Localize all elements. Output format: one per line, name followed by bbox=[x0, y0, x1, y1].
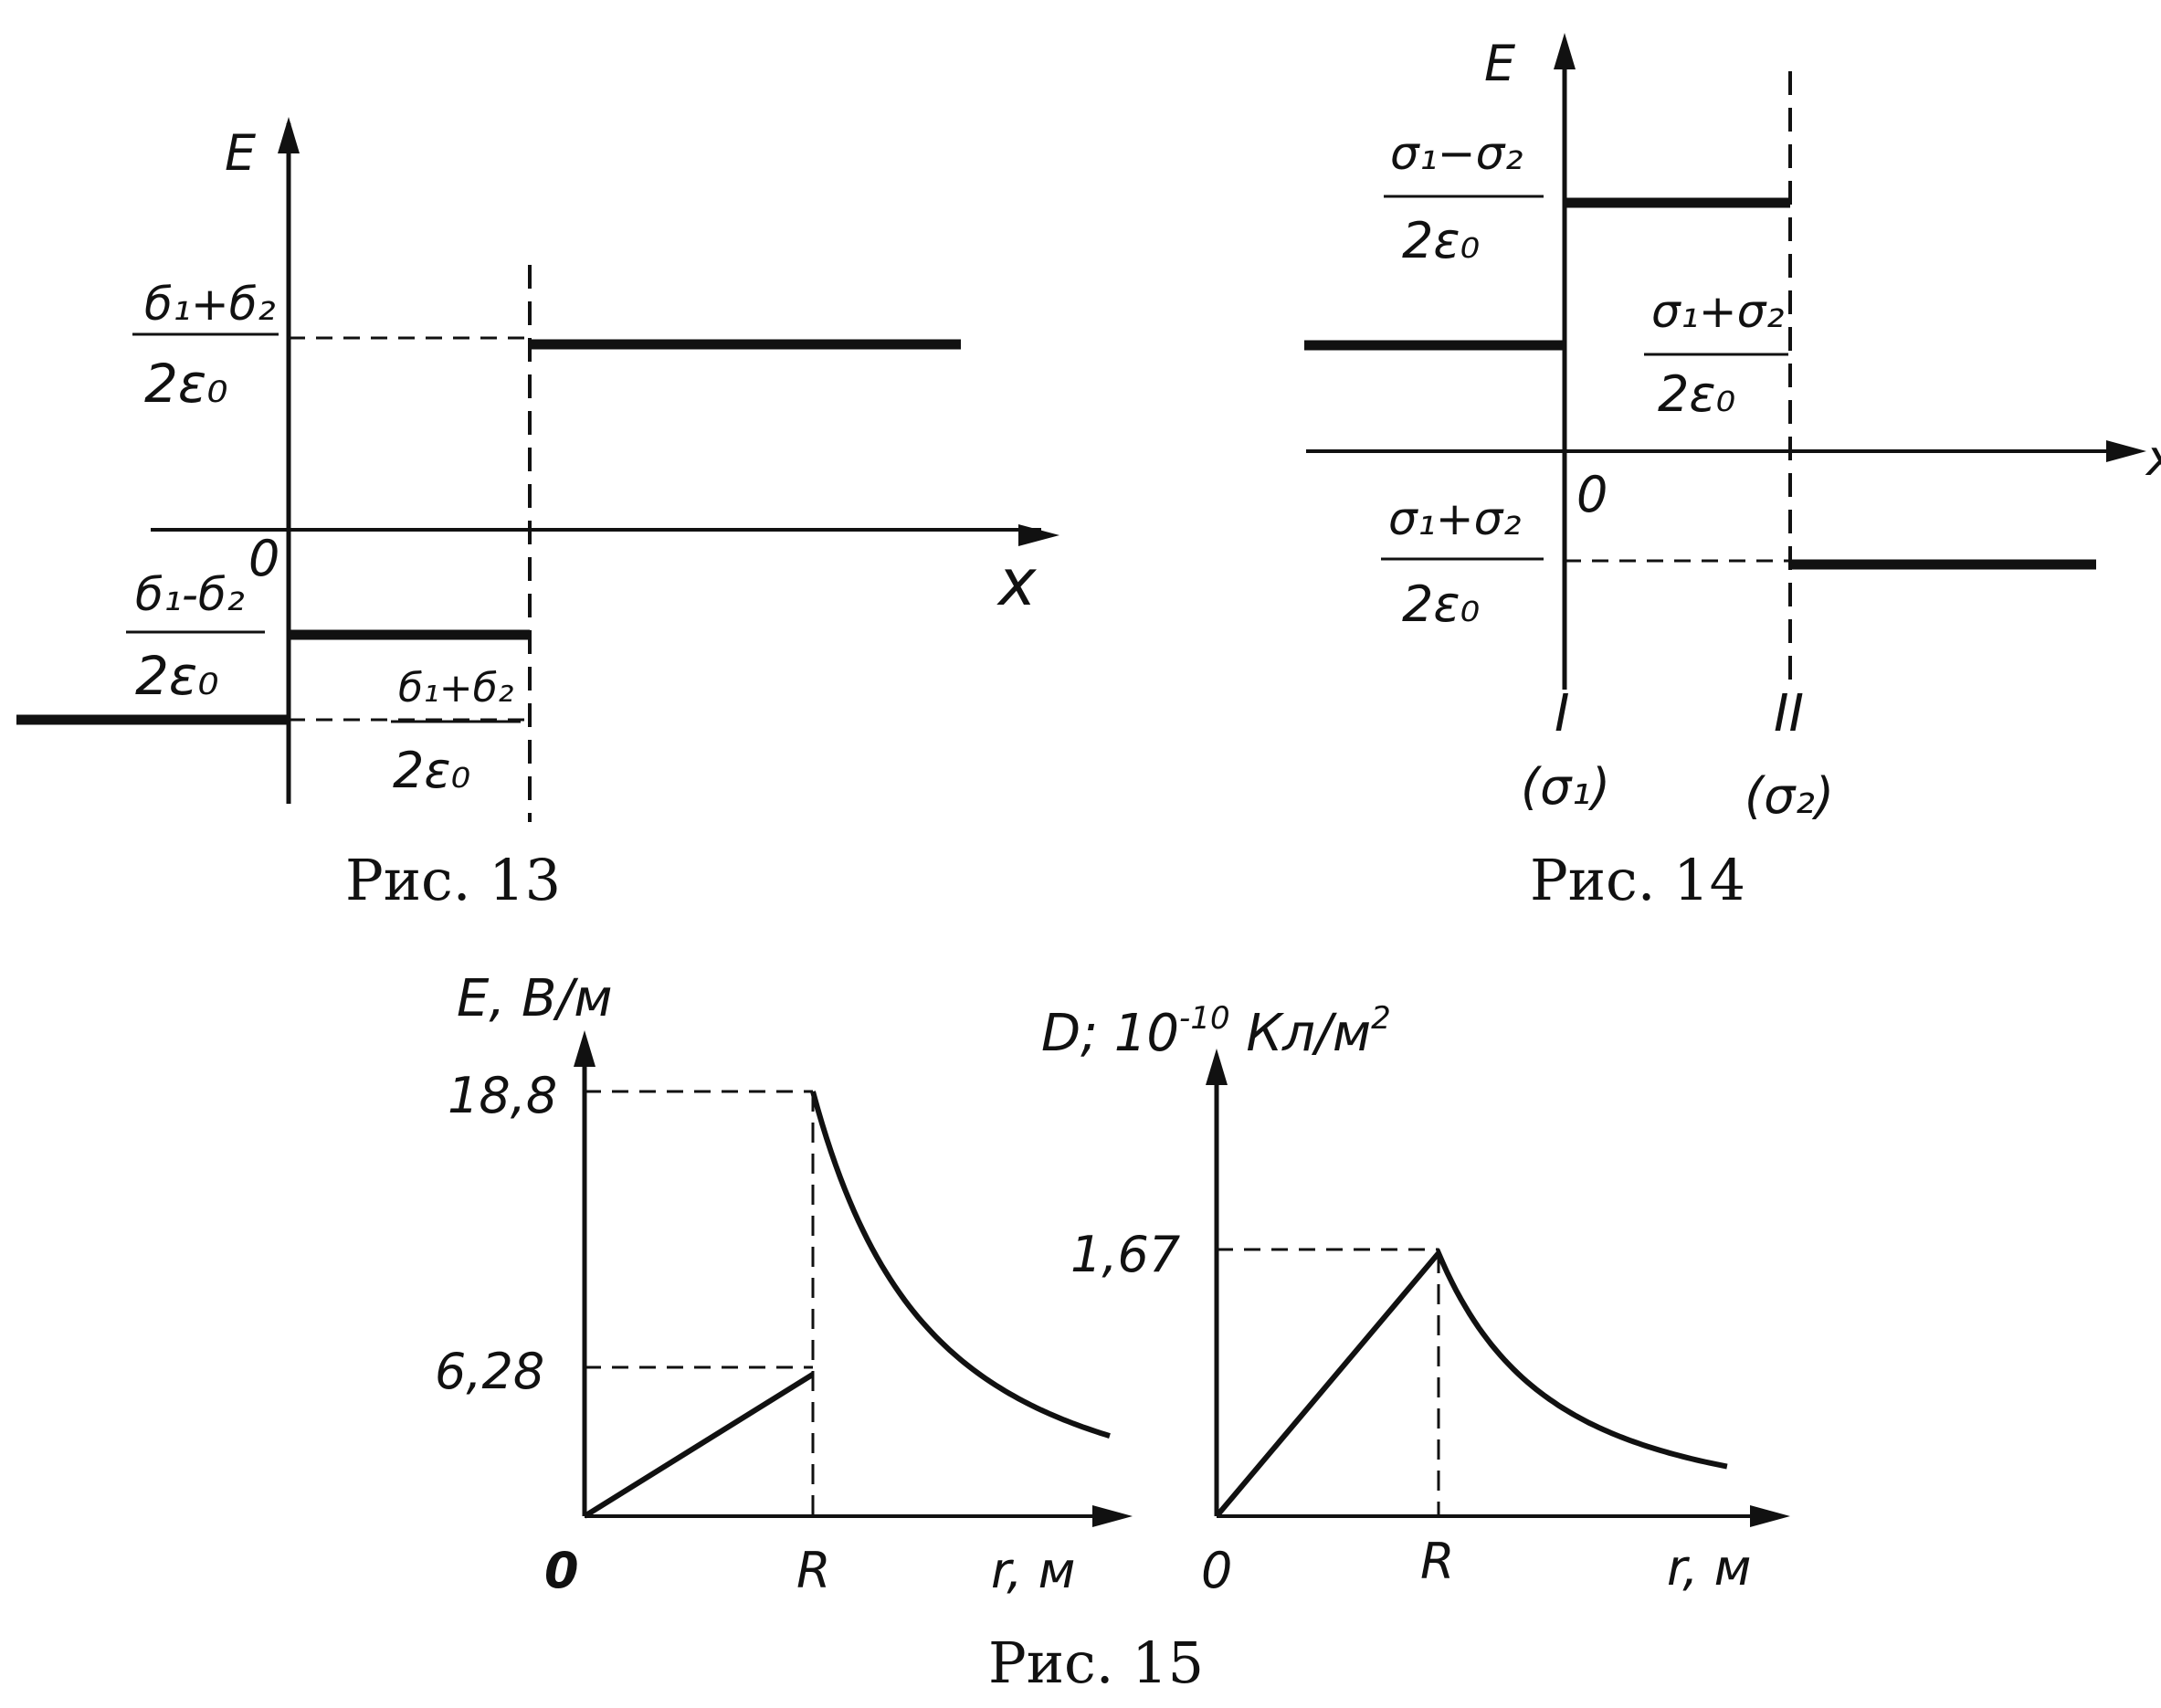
fig15d-y-label-unit-exponent: 2 bbox=[1371, 1000, 1391, 1037]
fig14-upper-denominator: 2ε₀ bbox=[1402, 212, 1480, 269]
fig14-middle-numerator: σ₁+σ₂ bbox=[1651, 285, 1784, 338]
fig15-caption: Рис. 15 bbox=[988, 1629, 1204, 1696]
fig14-x-axis-arrowhead bbox=[2106, 440, 2146, 462]
fig15d-r-marker: R bbox=[1420, 1533, 1455, 1590]
figure-15-d-plot: D; 10-10 Кл/м2 r, м 0 R 1,67 bbox=[1041, 1000, 1790, 1599]
fig15e-x-axis-arrowhead bbox=[1092, 1505, 1133, 1527]
fig15e-origin-label: 0 bbox=[544, 1542, 579, 1599]
fig14-plane-two-numeral: II bbox=[1774, 684, 1804, 743]
fig15d-y-axis-arrowhead bbox=[1206, 1049, 1228, 1085]
fig13-middle-numerator: б₁-б₂ bbox=[135, 568, 245, 621]
fig15e-curve-inside bbox=[583, 1372, 815, 1519]
fig13-origin-label: 0 bbox=[248, 530, 279, 587]
fig15e-tick-low: 6,28 bbox=[435, 1343, 544, 1400]
figure-14: x E 0 σ₁−σ₂ 2ε₀ σ₁+σ₂ 2ε₀ σ₁+σ₂ 2ε₀ I (σ… bbox=[1304, 33, 2161, 913]
fig14-y-axis-label: E bbox=[1484, 35, 1516, 92]
fig15e-tick-high: 18,8 bbox=[448, 1067, 557, 1124]
fig15d-y-label-base: D; 10 bbox=[1041, 1004, 1179, 1063]
fig14-upper-numerator: σ₁−σ₂ bbox=[1390, 127, 1523, 180]
fig15d-y-label-unit: Кл/м bbox=[1230, 1004, 1371, 1063]
fig15d-x-axis-label: r, м bbox=[1667, 1539, 1751, 1597]
fig14-y-axis-arrowhead bbox=[1554, 33, 1576, 69]
fig13-x-axis-label: x bbox=[996, 545, 1037, 620]
fig15d-curve bbox=[1214, 1248, 1728, 1518]
fig13-upper-numerator: б₁+б₂ bbox=[144, 278, 276, 331]
fig13-upper-denominator: 2ε₀ bbox=[144, 353, 228, 415]
fig15d-y-label-exponent: -10 bbox=[1179, 1000, 1230, 1037]
fig15d-y-axis-label: D; 10-10 Кл/м2 bbox=[1041, 1000, 1391, 1063]
figure-13: E x 0 б₁+б₂ 2ε₀ б₁-б₂ 2ε₀ б₁+б₂ 2ε₀ Рис.… bbox=[16, 117, 1059, 913]
fig15e-r-marker: R bbox=[796, 1542, 831, 1599]
fig14-middle-denominator: 2ε₀ bbox=[1658, 365, 1735, 423]
fig14-plane-one-charge: (σ₁) bbox=[1521, 758, 1610, 816]
fig13-y-axis-label: E bbox=[225, 124, 257, 182]
fig15e-x-axis-label: r, м bbox=[991, 1542, 1075, 1599]
fig14-origin-label: 0 bbox=[1576, 466, 1608, 523]
fig13-x-axis-arrowhead bbox=[1018, 524, 1059, 546]
fig14-caption: Рис. 14 bbox=[1530, 847, 1745, 913]
fig14-x-axis-label: x bbox=[2145, 429, 2161, 487]
fig15d-tick-high: 1,67 bbox=[1070, 1226, 1180, 1283]
fig15d-x-axis-arrowhead bbox=[1750, 1505, 1790, 1527]
fig13-middle-denominator: 2ε₀ bbox=[135, 645, 219, 707]
fig14-lower-numerator: σ₁+σ₂ bbox=[1388, 492, 1521, 545]
fig15e-curve-outside bbox=[810, 1091, 1111, 1439]
fig13-y-axis-arrowhead bbox=[278, 117, 300, 153]
fig13-lower-denominator: 2ε₀ bbox=[393, 742, 470, 799]
fig15e-y-axis-arrowhead bbox=[574, 1030, 596, 1067]
fig14-plane-two-charge: (σ₂) bbox=[1745, 767, 1834, 825]
fig15e-y-axis-label: E, В/м bbox=[457, 969, 613, 1028]
fig15d-origin-label: 0 bbox=[1201, 1542, 1232, 1599]
fig14-lower-denominator: 2ε₀ bbox=[1402, 575, 1480, 633]
fig13-caption: Рис. 13 bbox=[345, 847, 561, 913]
fig13-lower-numerator: б₁+б₂ bbox=[398, 665, 513, 712]
figure-15-e-plot: E, В/м r, м 0 R 18,8 6,28 bbox=[435, 969, 1133, 1599]
fig14-plane-one-numeral: I bbox=[1555, 684, 1570, 743]
